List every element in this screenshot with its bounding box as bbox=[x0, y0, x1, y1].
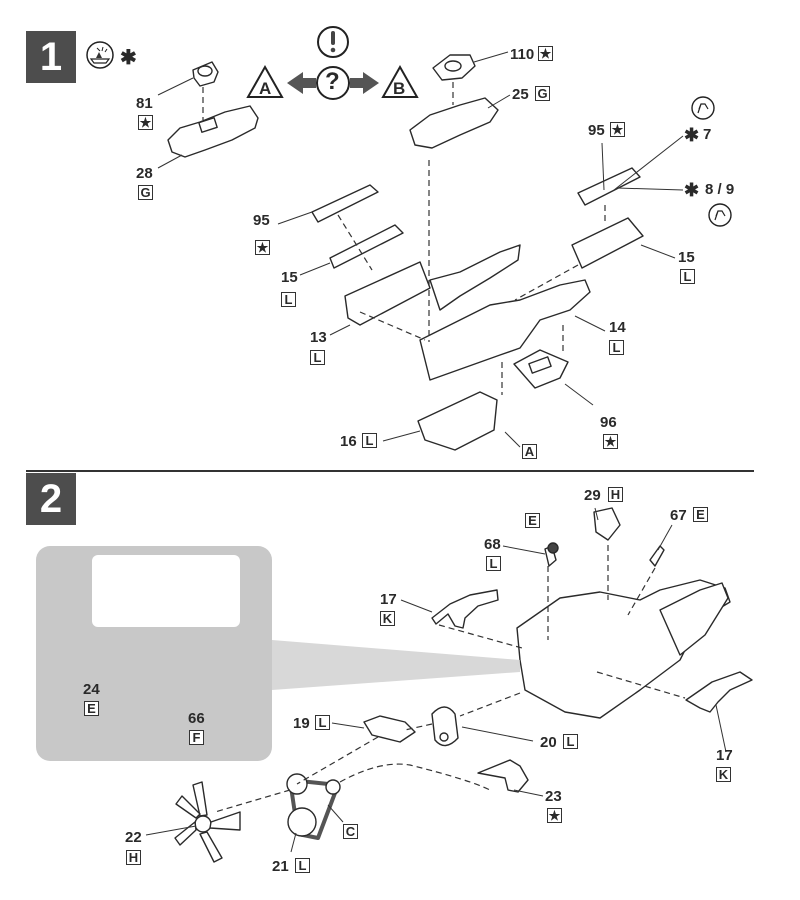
sprue-17-left: K bbox=[380, 611, 395, 626]
ship-decal-icon bbox=[86, 41, 114, 69]
part-28-label: 28 bbox=[136, 165, 153, 182]
decal-89-mark: ✱ bbox=[684, 180, 700, 200]
part-22-label: 22 bbox=[125, 829, 142, 846]
part-67 bbox=[649, 545, 665, 567]
part-15-left-label: 15 bbox=[281, 269, 298, 286]
sprue-22: H bbox=[126, 850, 141, 865]
part-25-label: 25 bbox=[512, 86, 529, 103]
sprue-14: L bbox=[609, 340, 624, 355]
decal-apply-icon-7 bbox=[691, 96, 715, 120]
sprue-24: E bbox=[84, 701, 99, 716]
part-17-right bbox=[685, 671, 753, 713]
part-17-left-label: 17 bbox=[380, 591, 397, 608]
part-23-label: 23 bbox=[545, 788, 562, 805]
sprue-15-right: L bbox=[680, 269, 695, 284]
part-24-label: 24 bbox=[83, 681, 100, 698]
part-29-distributor bbox=[593, 507, 621, 541]
sprue-67: E bbox=[693, 507, 708, 522]
sprue-95-left: ★ bbox=[255, 240, 270, 255]
part-17-right-label: 17 bbox=[716, 747, 733, 764]
part-15-left bbox=[329, 224, 404, 269]
paint-mark: ✱ bbox=[120, 47, 137, 69]
part-29-label: 29 bbox=[584, 487, 601, 504]
sprue-19: L bbox=[315, 715, 330, 730]
part-15-right-label: 15 bbox=[678, 249, 695, 266]
part-28-intake bbox=[167, 105, 259, 158]
part-95-right-label: 95 bbox=[588, 122, 605, 139]
decal-89-label: 8 / 9 bbox=[705, 181, 735, 198]
sprue-13: L bbox=[310, 350, 325, 365]
part-14-label: 14 bbox=[609, 319, 626, 336]
sprue-16: L bbox=[362, 433, 377, 448]
part-81-label: 81 bbox=[136, 95, 153, 112]
part-96-label: 96 bbox=[600, 414, 617, 431]
part-68-label: 68 bbox=[484, 536, 501, 553]
sprue-66: F bbox=[189, 730, 204, 745]
part-110-label: 110 bbox=[510, 46, 535, 63]
sprue-20: L bbox=[563, 734, 578, 749]
detail-inset-view bbox=[92, 555, 240, 627]
subassembly-a-marker: A bbox=[522, 444, 537, 459]
part-16-oilpan bbox=[417, 391, 498, 451]
part-20-label: 20 bbox=[540, 734, 557, 751]
part-95-left-label: 95 bbox=[253, 212, 270, 229]
sprue-110: ★ bbox=[538, 46, 553, 61]
part-15-right bbox=[571, 217, 644, 269]
question-mark: ? bbox=[325, 68, 340, 95]
part-95-left bbox=[311, 184, 379, 223]
part-16-label: 16 bbox=[340, 433, 357, 450]
option-a-label: A bbox=[259, 79, 272, 98]
part-21-pulleys bbox=[286, 773, 341, 840]
part-25-intake bbox=[409, 97, 499, 149]
part-19 bbox=[363, 715, 416, 743]
part-14-block bbox=[419, 279, 591, 381]
sprue-23: ★ bbox=[547, 808, 562, 823]
sprue-belt-c: C bbox=[343, 824, 358, 839]
sprue-68-cap: E bbox=[525, 513, 540, 528]
sprue-96: ★ bbox=[603, 434, 618, 449]
part-13-block-half bbox=[344, 261, 431, 326]
sprue-25: G bbox=[535, 86, 550, 101]
part-22-fan bbox=[174, 781, 241, 863]
step-2-badge: 2 bbox=[26, 473, 76, 525]
sprue-21: L bbox=[295, 858, 310, 873]
part-21-label: 21 bbox=[272, 858, 289, 875]
option-selector-icon bbox=[246, 26, 419, 100]
part-66-label: 66 bbox=[188, 710, 205, 727]
part-67-label: 67 bbox=[670, 507, 687, 524]
sprue-15-left: L bbox=[281, 292, 296, 307]
part-23 bbox=[477, 759, 529, 793]
sprue-95-right: ★ bbox=[610, 122, 625, 137]
option-b-label: B bbox=[393, 79, 406, 98]
transmission bbox=[659, 582, 729, 656]
decal-7-label: 7 bbox=[703, 126, 712, 143]
sprue-81: ★ bbox=[138, 115, 153, 130]
part-19-label: 19 bbox=[293, 715, 310, 732]
decal-7-mark: ✱ bbox=[684, 125, 700, 145]
part-13-label: 13 bbox=[310, 329, 327, 346]
sprue-29: H bbox=[608, 487, 623, 502]
part-17-left bbox=[431, 589, 499, 629]
decal-apply-icon-89 bbox=[708, 203, 732, 227]
part-20 bbox=[431, 706, 459, 747]
part-95-right bbox=[577, 167, 641, 206]
step-1-badge: 1 bbox=[26, 31, 76, 83]
manifold-flange bbox=[429, 244, 521, 311]
sprue-17-right: K bbox=[716, 767, 731, 782]
step-divider bbox=[26, 470, 754, 472]
sprue-28: G bbox=[138, 185, 153, 200]
sprue-68: L bbox=[486, 556, 501, 571]
